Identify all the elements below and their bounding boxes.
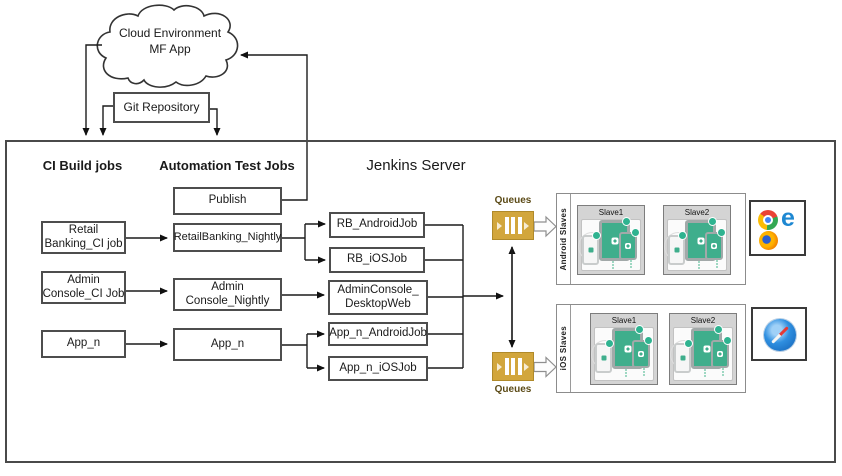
desktop-browsers-box: e bbox=[749, 200, 806, 256]
queue-top-icon bbox=[492, 211, 534, 240]
android-phone-icon bbox=[619, 232, 637, 260]
ios-slaves-strip: iOS Slaves bbox=[557, 305, 571, 392]
retail-nightly-node: RetailBanking_Nightly bbox=[173, 223, 282, 252]
ci-job-retail-line1: Retail bbox=[68, 223, 99, 236]
arrow-git-right bbox=[210, 108, 221, 136]
slave1-label: Slave1 bbox=[611, 316, 637, 325]
rb-iosjob-node: RB_iOSJob bbox=[329, 247, 425, 273]
queue-arrow-icon bbox=[524, 362, 529, 371]
arrow-cloud-to-jenkins bbox=[82, 44, 102, 136]
white-phone-icon bbox=[595, 343, 612, 373]
queue-arrow-icon bbox=[497, 362, 502, 371]
ios-phone-icon bbox=[711, 340, 729, 368]
git-repository-node: Git Repository bbox=[113, 92, 210, 123]
rb-androidjob-label: RB_AndroidJob bbox=[336, 218, 418, 231]
status-dot-icon bbox=[605, 339, 614, 348]
safari-icon bbox=[764, 319, 796, 351]
ci-job-appn-line1: App_n bbox=[66, 337, 101, 350]
android-slaves-label: Android Slaves bbox=[559, 207, 568, 271]
slave2-label: Slave2 bbox=[690, 316, 716, 325]
ci-job-retail-line2: Banking_CI job bbox=[44, 237, 123, 250]
status-dot-icon bbox=[723, 336, 732, 345]
status-dot-icon bbox=[708, 217, 717, 226]
queues-top-label: Queues bbox=[494, 195, 532, 206]
chrome-icon bbox=[758, 210, 778, 230]
status-dot-icon bbox=[644, 336, 653, 345]
firefox-icon bbox=[759, 231, 778, 250]
cloud-line2: MF App bbox=[149, 41, 191, 56]
rb-iosjob-label: RB_iOSJob bbox=[346, 253, 408, 266]
jenkins-server-box bbox=[5, 140, 836, 463]
status-dot-icon bbox=[622, 217, 631, 226]
appn-androidjob-label: App_n_AndroidJob bbox=[329, 327, 427, 340]
white-phone-icon bbox=[674, 343, 691, 373]
appn-iosjob-label: App_n_iOSJob bbox=[339, 361, 417, 374]
adminconsole-line2: DesktopWeb bbox=[345, 297, 411, 310]
jenkins-server-title: Jenkins Server bbox=[366, 157, 466, 174]
appn-nightly-label: App_n bbox=[210, 337, 245, 350]
status-dot-icon bbox=[592, 231, 601, 240]
ci-job-admin-line2: Console_CI Job bbox=[42, 287, 125, 300]
ios-slaves-panel: iOS Slaves Slave1 Slave2 bbox=[556, 304, 746, 393]
status-dot-icon bbox=[635, 325, 644, 334]
android-slave1-tile: Slave1 bbox=[577, 205, 645, 275]
ios-slaves-label: iOS Slaves bbox=[559, 326, 568, 371]
ci-job-admin-node: Admin Console_CI Job bbox=[41, 271, 126, 304]
appn-iosjob-node: App_n_iOSJob bbox=[328, 356, 428, 381]
android-slaves-strip: Android Slaves bbox=[557, 194, 571, 284]
appn-androidjob-node: App_n_AndroidJob bbox=[328, 322, 428, 346]
status-dot-icon bbox=[684, 339, 693, 348]
queue-bottom-icon bbox=[492, 352, 534, 381]
cloud-label: Cloud Environment MF App bbox=[108, 26, 232, 57]
queues-bottom-label: Queues bbox=[494, 384, 532, 395]
appn-nightly-node: App_n bbox=[173, 328, 282, 361]
slave1-label: Slave1 bbox=[598, 208, 624, 217]
arrow-git-left bbox=[99, 105, 113, 136]
white-phone-icon bbox=[668, 235, 685, 265]
ci-build-jobs-heading: CI Build jobs bbox=[42, 158, 123, 173]
android-slaves-panel: Android Slaves Slave1 Slave2 bbox=[556, 193, 746, 285]
edge-icon: e bbox=[781, 204, 795, 232]
queue-arrow-icon bbox=[497, 221, 502, 230]
white-phone-icon bbox=[582, 235, 599, 265]
adminconsole-desktopweb-node: AdminConsole_ DesktopWeb bbox=[328, 280, 428, 315]
status-dot-icon bbox=[717, 228, 726, 237]
admin-nightly-line2: Console_Nightly bbox=[185, 294, 270, 307]
android-slave2-tile: Slave2 bbox=[663, 205, 731, 275]
slave2-label: Slave2 bbox=[684, 208, 710, 217]
ci-job-retail-node: Retail Banking_CI job bbox=[41, 221, 126, 254]
queue-arrow-icon bbox=[524, 221, 529, 230]
ios-phone-icon bbox=[632, 340, 650, 368]
ios-slave2-tile: Slave2 bbox=[669, 313, 737, 385]
git-repository-label: Git Repository bbox=[123, 100, 200, 115]
ios-slave1-tile: Slave1 bbox=[590, 313, 658, 385]
adminconsole-line1: AdminConsole_ bbox=[337, 283, 419, 296]
publish-node: Publish bbox=[173, 187, 282, 215]
status-dot-icon bbox=[678, 231, 687, 240]
publish-label: Publish bbox=[208, 194, 247, 207]
retail-nightly-label: RetailBanking_Nightly bbox=[173, 230, 282, 243]
admin-nightly-node: Admin Console_Nightly bbox=[173, 278, 282, 311]
android-phone-icon bbox=[705, 232, 723, 260]
ci-job-appn-node: App_n bbox=[41, 330, 126, 358]
admin-nightly-line1: Admin bbox=[211, 280, 244, 293]
mobile-browser-box bbox=[751, 307, 807, 361]
rb-androidjob-node: RB_AndroidJob bbox=[329, 212, 425, 238]
cloud-line1: Cloud Environment bbox=[118, 26, 222, 40]
automation-test-jobs-heading: Automation Test Jobs bbox=[159, 158, 295, 173]
ci-job-admin-line1: Admin bbox=[67, 273, 100, 286]
status-dot-icon bbox=[714, 325, 723, 334]
status-dot-icon bbox=[631, 228, 640, 237]
